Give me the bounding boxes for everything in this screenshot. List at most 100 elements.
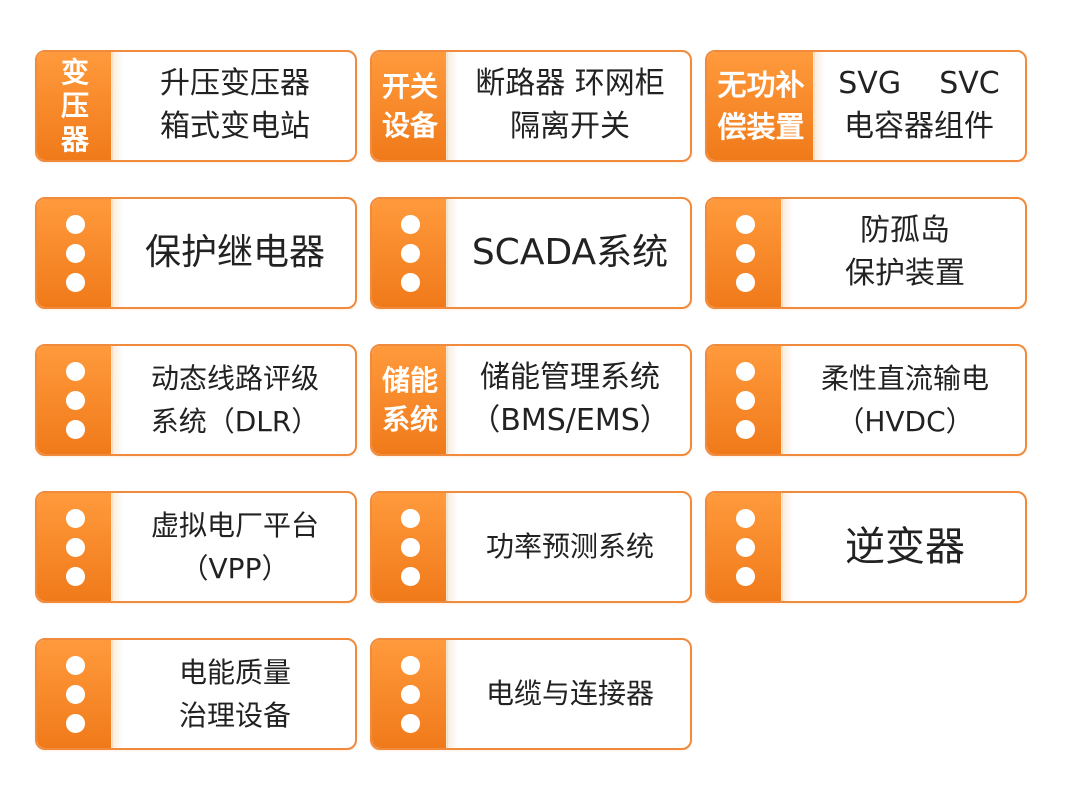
card-switchgear: 开关设备 断路器 环网柜 隔离开关 [370,50,692,162]
bullet-dot-icon [400,508,420,528]
card-inverter: 逆变器 [705,491,1027,603]
card-hvdc: 柔性直流输电 （HVDC） [705,344,1027,456]
tab-label: 开关设备 [381,69,438,142]
bullet-dot-icon [400,684,420,704]
card-line: 断路器 环网柜 [475,66,665,102]
bullet-dot-icon [735,537,755,557]
bullet-dot-icon [400,537,420,557]
tab-label: 无功补偿装置 [717,67,805,144]
card-content: 动态线路评级 系统（DLR） [121,346,349,454]
tab-label: 变压器 [60,56,89,156]
card-tab [707,493,793,601]
card-tab [37,199,123,307]
bullet-dot-icon [65,390,85,410]
bullet-dot-icon [400,214,420,234]
card-tab [37,640,123,748]
card-power-quality: 电能质量 治理设备 [35,638,357,750]
card-content: 升压变压器 箱式变电站 [121,52,349,160]
card-line: 功率预测系统 [485,530,654,564]
bullet-dot-icon [735,566,755,586]
card-tab [707,346,793,454]
card-line: SCADA系统 [471,231,669,273]
bullet-dot-icon [65,361,85,381]
bullet-dot-icon [400,566,420,586]
bullet-dot-icon [735,272,755,292]
bullet-dot-icon [400,243,420,263]
card-transformer: 变压器 升压变压器 箱式变电站 [35,50,357,162]
card-line: 动态线路评级 [150,361,319,395]
bullet-dot-icon [65,566,85,586]
card-line: （BMS/EMS） [470,403,670,438]
card-line: 保护装置 [845,256,965,291]
bullet-dot-icon [65,214,85,234]
card-protection-relay: 保护继电器 [35,197,357,309]
card-energy-storage: 储能系统 储能管理系统 （BMS/EMS） [370,344,692,456]
card-line: 电能质量 [178,655,291,689]
card-line: 电容器组件 [844,109,994,144]
card-content: 储能管理系统 （BMS/EMS） [456,346,684,454]
card-line: 防孤岛 [860,213,950,249]
card-content: 电缆与连接器 [456,640,684,748]
bullet-dot-icon [735,243,755,263]
card-content: 保护继电器 [121,199,349,307]
card-content: 功率预测系统 [456,493,684,601]
card-content: 虚拟电厂平台 （VPP） [121,493,349,601]
card-tab: 变压器 [37,52,123,160]
card-content: 柔性直流输电 （HVDC） [791,346,1019,454]
card-scada: SCADA系统 [370,197,692,309]
bullet-dot-icon [400,655,420,675]
card-content: 逆变器 [791,493,1019,601]
bullet-dot-icon [400,272,420,292]
bullet-dot-icon [65,655,85,675]
card-tab [37,346,123,454]
card-line: （VPP） [180,552,290,585]
card-line: 治理设备 [178,699,291,732]
bullet-dot-icon [65,419,85,439]
card-content: SCADA系统 [456,199,684,307]
card-content: 断路器 环网柜 隔离开关 [456,52,684,160]
card-line: （HVDC） [836,405,974,438]
card-tab: 无功补偿装置 [707,52,825,160]
card-power-forecast: 功率预测系统 [370,491,692,603]
bullet-dot-icon [65,713,85,733]
card-line: 逆变器 [845,524,965,570]
card-tab [372,199,458,307]
bullet-dot-icon [735,419,755,439]
card-cables-connectors: 电缆与连接器 [370,638,692,750]
tab-label: 储能系统 [381,363,438,436]
card-tab [37,493,123,601]
bullet-dot-icon [735,214,755,234]
card-line: 储能管理系统 [480,360,660,396]
card-content: 电能质量 治理设备 [121,640,349,748]
bullet-dot-icon [65,684,85,704]
card-line: 系统（DLR） [150,405,320,438]
card-reactive-compensation: 无功补偿装置 SVG SVC 电容器组件 [705,50,1027,162]
card-line: 虚拟电厂平台 [150,508,319,542]
card-line: 保护继电器 [144,231,325,273]
card-tab: 储能系统 [372,346,458,454]
bullet-dot-icon [65,537,85,557]
card-tab [707,199,793,307]
card-anti-islanding: 防孤岛 保护装置 [705,197,1027,309]
bullet-dot-icon [65,508,85,528]
card-line: 箱式变电站 [160,109,310,144]
card-dlr: 动态线路评级 系统（DLR） [35,344,357,456]
card-content: SVG SVC 电容器组件 [819,52,1019,160]
card-line: SVG SVC [838,66,1000,102]
bullet-dot-icon [735,508,755,528]
bullet-dot-icon [65,272,85,292]
card-tab: 开关设备 [372,52,458,160]
card-vpp: 虚拟电厂平台 （VPP） [35,491,357,603]
bullet-dot-icon [65,243,85,263]
card-line: 隔离开关 [510,109,630,144]
card-tab [372,640,458,748]
bullet-dot-icon [735,361,755,381]
card-tab [372,493,458,601]
card-content: 防孤岛 保护装置 [791,199,1019,307]
card-line: 升压变压器 [160,66,310,102]
bullet-dot-icon [735,390,755,410]
bullet-dot-icon [400,713,420,733]
card-line: 柔性直流输电 [820,361,989,395]
card-line: 电缆与连接器 [485,677,654,711]
